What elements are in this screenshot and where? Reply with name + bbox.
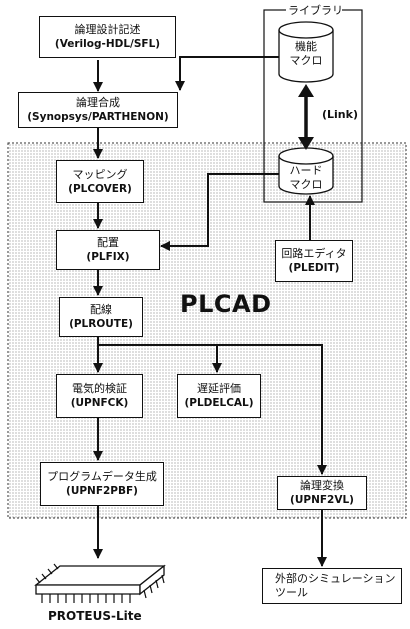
logic-design-box: 論理設計記述 (Verilog-HDL/SFL)	[39, 16, 176, 58]
external-sim-box: 外部のシミュレーション ツール	[262, 568, 402, 604]
logic-convert-title: 論理変換	[300, 479, 344, 492]
plcad-label: PLCAD	[180, 290, 272, 318]
arrow-routing-branch	[97, 337, 327, 475]
external-sim-title-2: ツール	[275, 586, 308, 599]
hard-macro-label: ハード マクロ	[289, 164, 323, 191]
functional-macro-cylinder	[278, 21, 334, 83]
electrical-check-box: 電気的検証 (UPNFCK)	[56, 374, 143, 418]
circuit-editor-tool: (PLEDIT)	[288, 262, 340, 274]
chip-label: PROTEUS-Lite	[48, 609, 142, 623]
circuit-editor-title: 回路エディタ	[281, 247, 347, 260]
placement-tool: (PLFIX)	[86, 251, 130, 263]
functional-macro-label: 機能 マクロ	[289, 40, 323, 67]
electrical-check-title: 電気的検証	[72, 382, 127, 395]
link-label: (Link)	[322, 108, 358, 121]
delay-eval-box: 遅延評価 (PLDELCAL)	[177, 374, 261, 418]
program-data-box: プログラムデータ生成 (UPNF2PBF)	[40, 462, 164, 506]
logic-synthesis-tool: (Synopsys/PARTHENON)	[27, 111, 169, 123]
library-title: ライブラリ	[288, 4, 343, 17]
logic-convert-box: 論理変換 (UPNF2VL)	[277, 476, 367, 510]
delay-eval-title: 遅延評価	[197, 382, 241, 395]
chip-icon	[34, 563, 166, 603]
logic-design-tool: (Verilog-HDL/SFL)	[54, 38, 161, 50]
electrical-check-tool: (UPNFCK)	[70, 397, 129, 409]
circuit-editor-box: 回路エディタ (PLEDIT)	[275, 240, 353, 282]
arrow-hardmacro-to-placement	[160, 173, 279, 251]
logic-convert-tool: (UPNF2VL)	[290, 494, 354, 506]
logic-synthesis-title: 論理合成	[76, 96, 120, 109]
routing-title: 配線	[90, 303, 112, 316]
program-data-title: プログラムデータ生成	[47, 470, 157, 483]
placement-box: 配置 (PLFIX)	[56, 230, 160, 270]
mapping-box: マッピング (PLCOVER)	[56, 160, 144, 203]
logic-design-title: 論理設計記述	[74, 23, 141, 36]
mapping-tool: (PLCOVER)	[68, 182, 132, 195]
external-sim-title: 外部のシミュレーション	[275, 572, 396, 585]
logic-synthesis-box: 論理合成 (Synopsys/PARTHENON)	[18, 92, 178, 128]
mapping-title: マッピング	[72, 167, 128, 181]
routing-tool: (PLROUTE)	[69, 318, 133, 330]
program-data-tool: (UPNF2PBF)	[66, 485, 138, 497]
placement-title: 配置	[97, 236, 119, 249]
routing-box: 配線 (PLROUTE)	[59, 297, 143, 337]
delay-eval-tool: (PLDELCAL)	[184, 397, 254, 409]
arrow-library-to-synthesis	[175, 56, 279, 91]
